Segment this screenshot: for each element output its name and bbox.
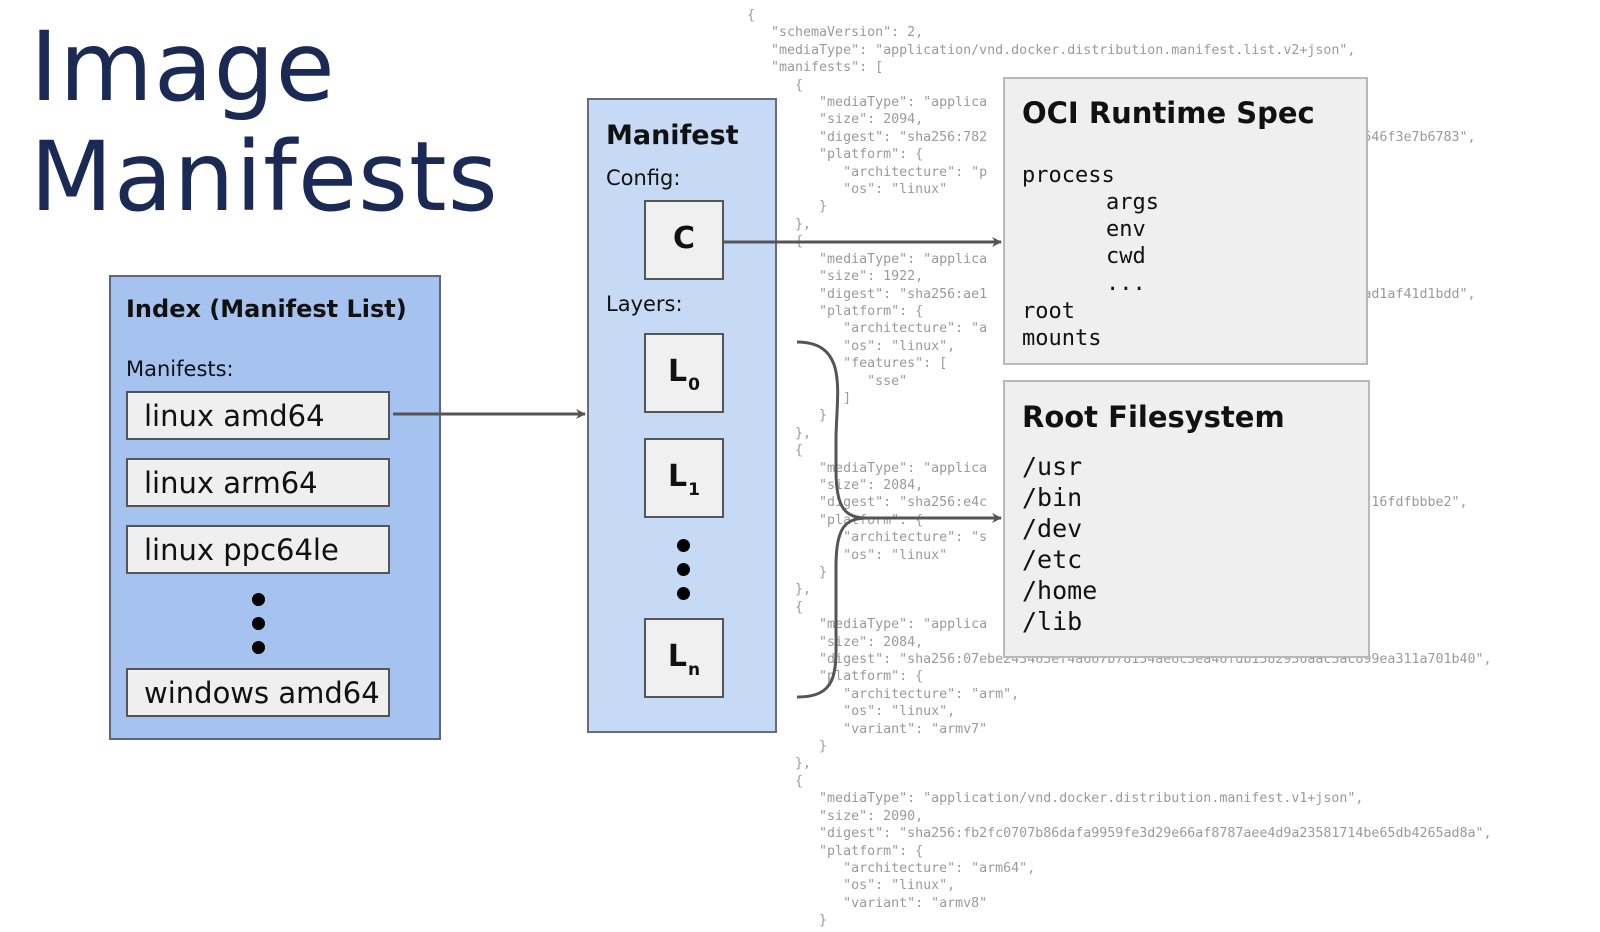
- manifest-list-json-background: { "schemaVersion": 2, "mediaType": "appl…: [747, 8, 1492, 929]
- root-filesystem-title: Root Filesystem: [1022, 400, 1285, 434]
- index-item-linux-amd64: linux amd64: [126, 391, 390, 440]
- ellipsis-dot: [677, 563, 690, 576]
- index-panel: Index (Manifest List) Manifests: linux a…: [109, 275, 441, 740]
- rootfs-path: /dev: [1022, 514, 1083, 543]
- rootfs-path: /etc: [1022, 545, 1083, 574]
- index-item-linux-ppc64le: linux ppc64le: [126, 525, 390, 574]
- layers-brace: [796, 340, 869, 699]
- ellipsis-dot: [677, 539, 690, 552]
- ellipsis-dot: [252, 641, 265, 654]
- rootfs-path: /home: [1022, 576, 1098, 605]
- rootfs-path: /bin: [1022, 483, 1083, 512]
- oci-mounts: mounts: [1022, 326, 1102, 351]
- manifest-title: Manifest: [606, 120, 739, 151]
- rootfs-path: /lib: [1022, 607, 1083, 636]
- index-item-windows-amd64: windows amd64: [126, 668, 390, 717]
- oci-process-item: env: [1106, 217, 1146, 242]
- oci-runtime-spec-title: OCI Runtime Spec: [1022, 96, 1315, 130]
- root-filesystem-panel: Root Filesystem /usr /bin /dev /etc /hom…: [1003, 380, 1370, 658]
- oci-process: process: [1022, 163, 1115, 188]
- index-title: Index (Manifest List): [126, 295, 407, 323]
- config-box: C: [644, 200, 724, 280]
- oci-process-item: ...: [1106, 271, 1146, 296]
- layer-subscript: 0: [688, 375, 700, 395]
- layers-label: Layers:: [606, 292, 683, 316]
- config-label: Config:: [606, 166, 681, 190]
- page-title-line2: Manifests: [30, 121, 499, 233]
- oci-process-item: cwd: [1106, 244, 1146, 269]
- layer-letter: L: [668, 459, 688, 494]
- layer-subscript: n: [688, 660, 701, 680]
- layer-letter: L: [667, 639, 687, 674]
- manifests-label: Manifests:: [126, 357, 234, 381]
- layer-box-n: Ln: [644, 618, 724, 698]
- layer-letter: L: [668, 354, 688, 389]
- ellipsis-dot: [252, 593, 265, 606]
- page-title-line1: Image: [30, 11, 336, 123]
- ellipsis-dot: [677, 587, 690, 600]
- index-item-linux-arm64: linux arm64: [126, 458, 390, 507]
- rootfs-path: /usr: [1022, 452, 1083, 481]
- layer-subscript: 1: [688, 480, 700, 500]
- oci-process-item: args: [1106, 190, 1159, 215]
- ellipsis-dot: [252, 617, 265, 630]
- oci-root: root: [1022, 299, 1075, 324]
- page-title: Image Manifests: [30, 12, 499, 232]
- oci-runtime-spec-panel: OCI Runtime Spec process args env cwd ..…: [1003, 77, 1368, 365]
- layer-box-1: L1: [644, 438, 724, 518]
- layer-box-0: L0: [644, 333, 724, 413]
- manifest-panel: Manifest Config: C Layers: L0 L1 Ln: [587, 98, 777, 733]
